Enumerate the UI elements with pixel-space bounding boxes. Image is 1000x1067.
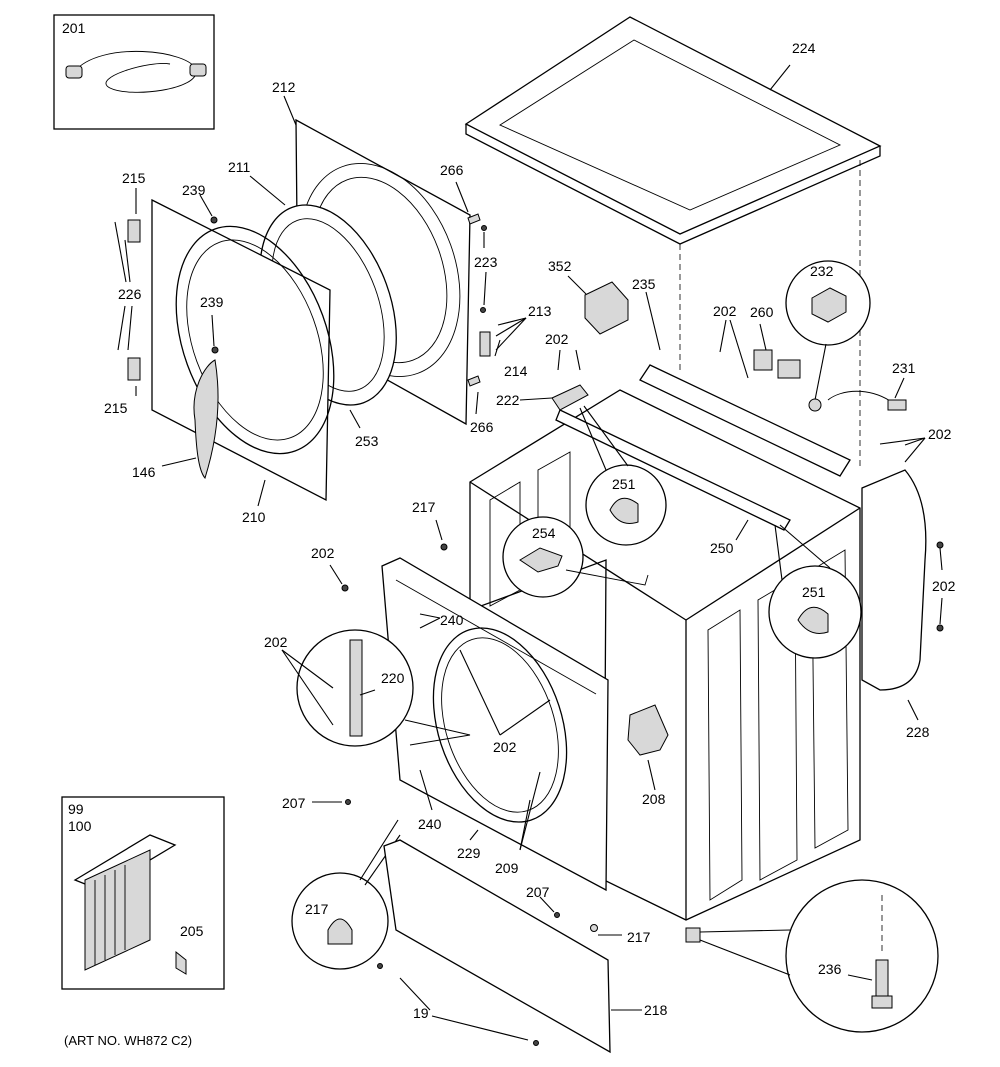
label-202: 202 (928, 426, 952, 442)
callout-220 (281, 629, 471, 747)
label-266: 266 (470, 419, 494, 435)
cabinet-250 (469, 364, 861, 921)
front-panel-210 (151, 198, 335, 507)
label-215: 215 (122, 170, 146, 186)
label-214: 214 (504, 363, 528, 379)
label-251: 251 (612, 476, 636, 492)
label-99: 99 (68, 801, 84, 817)
label-202: 202 (264, 634, 288, 650)
screws-mid (329, 519, 944, 632)
callout-217 (291, 819, 401, 970)
label-205: 205 (180, 923, 204, 939)
label-217: 217 (627, 929, 651, 945)
label-201: 201 (62, 20, 86, 36)
inset-control-99-100 (61, 796, 225, 990)
label-217: 217 (412, 499, 436, 515)
label-220: 220 (381, 670, 405, 686)
door-hinge-parts-215-226 (114, 188, 141, 396)
callout-254 (502, 516, 649, 598)
label-266: 266 (440, 162, 464, 178)
label-207: 207 (526, 884, 550, 900)
label-232: 232 (810, 263, 834, 279)
label-215: 215 (104, 400, 128, 416)
label-202: 202 (545, 331, 569, 347)
label-240: 240 (418, 816, 442, 832)
rear-panel-228 (861, 469, 927, 721)
callout-251-top (579, 405, 667, 546)
label-224: 224 (792, 40, 816, 56)
label-207: 207 (282, 795, 306, 811)
label-19: 19 (413, 1005, 429, 1021)
label-229: 229 (457, 845, 481, 861)
label-210: 210 (242, 509, 266, 525)
label-208: 208 (642, 791, 666, 807)
label-236: 236 (818, 961, 842, 977)
label-222: 222 (496, 392, 520, 408)
label-253: 253 (355, 433, 379, 449)
label-239: 239 (200, 294, 224, 310)
bracket-222 (519, 349, 589, 411)
label-251: 251 (802, 584, 826, 600)
label-217: 217 (305, 901, 329, 917)
art-number: (ART NO. WH872 C2) (64, 1033, 192, 1048)
label-235: 235 (632, 276, 656, 292)
kick-panel-218 (312, 799, 642, 1054)
label-250: 250 (710, 540, 734, 556)
label-240: 240 (440, 612, 464, 628)
label-223: 223 (474, 254, 498, 270)
callout-251-side (768, 524, 862, 659)
upper-components (567, 260, 926, 463)
label-202: 202 (932, 578, 956, 594)
pump-208 (627, 704, 669, 791)
label-254: 254 (532, 525, 556, 541)
label-231: 231 (892, 360, 916, 376)
label-212: 212 (272, 79, 296, 95)
label-228: 228 (906, 724, 930, 740)
label-211: 211 (228, 159, 251, 175)
screws-left-group (199, 181, 527, 415)
label-202: 202 (713, 303, 737, 319)
part-number-labels: 201 224 212 211 215 239 266 223 352 235 … (62, 20, 956, 1048)
inset-hose-201 (53, 14, 215, 130)
label-352: 352 (548, 258, 572, 274)
label-213: 213 (528, 303, 552, 319)
label-146: 146 (132, 464, 156, 480)
callout-236-leveling-leg (685, 879, 939, 1033)
label-239: 239 (182, 182, 206, 198)
label-202: 202 (493, 739, 517, 755)
label-209: 209 (495, 860, 519, 876)
label-100: 100 (68, 818, 92, 834)
label-260: 260 (750, 304, 774, 320)
label-218: 218 (644, 1002, 668, 1018)
front-frame-229 (381, 557, 609, 892)
label-202: 202 (311, 545, 335, 561)
label-226: 226 (118, 286, 142, 302)
